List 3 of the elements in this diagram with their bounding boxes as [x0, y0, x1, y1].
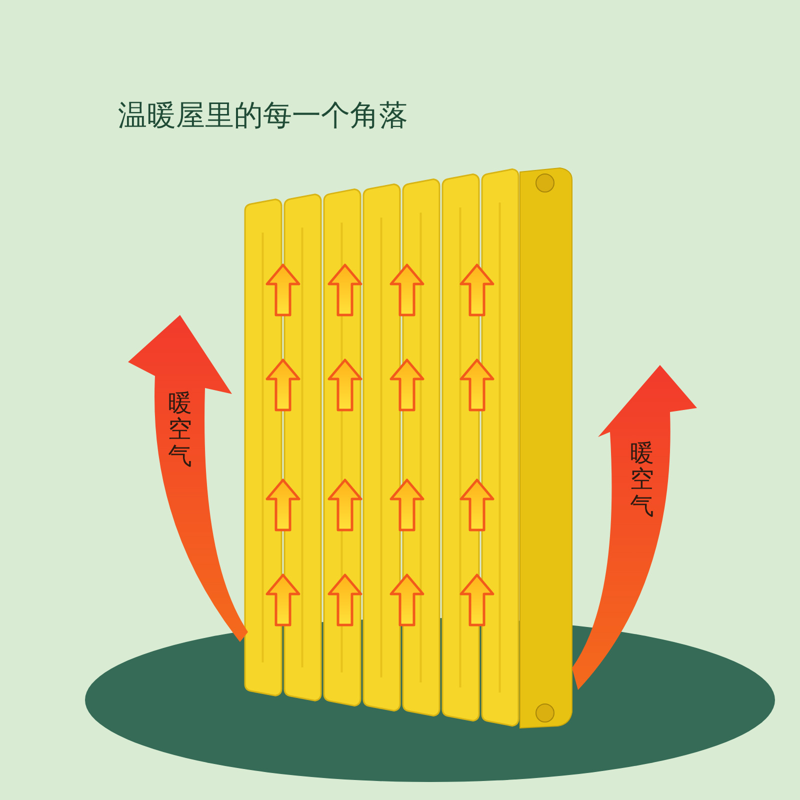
arrow-label: 暖空气	[168, 390, 192, 470]
arrow-label: 暖空气	[630, 440, 654, 520]
title: 温暖屋里的每一个角落	[118, 97, 408, 134]
